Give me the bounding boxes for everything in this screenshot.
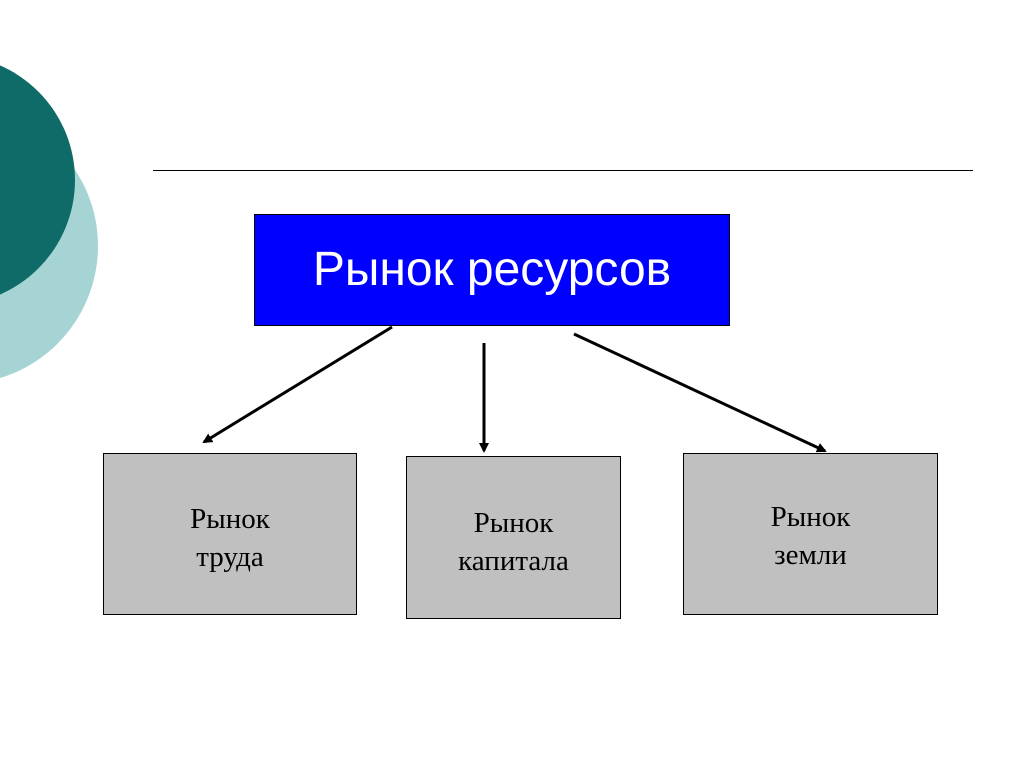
land-market-line2: земли — [774, 539, 847, 571]
root-node-label: Рынок ресурсов — [312, 243, 672, 296]
labor-market-line1: Рынок — [190, 503, 270, 535]
arrow-to-labor — [202, 325, 393, 444]
labor-market-line2: труда — [196, 541, 264, 573]
capital-market-box: Рынок капитала — [406, 456, 621, 619]
labor-market-box: Рынок труда — [103, 453, 357, 615]
decorative-circles — [0, 65, 98, 379]
land-market-line1: Рынок — [770, 501, 851, 533]
land-market-box: Рынок земли — [683, 453, 938, 615]
capital-market-line1: Рынок — [473, 507, 554, 539]
arrow-to-land — [573, 332, 827, 453]
decorative-circle-dark — [0, 65, 75, 295]
root-node-box: Рынок ресурсов — [254, 214, 730, 326]
horizontal-divider — [153, 170, 973, 171]
capital-market-line2: капитала — [458, 545, 569, 577]
